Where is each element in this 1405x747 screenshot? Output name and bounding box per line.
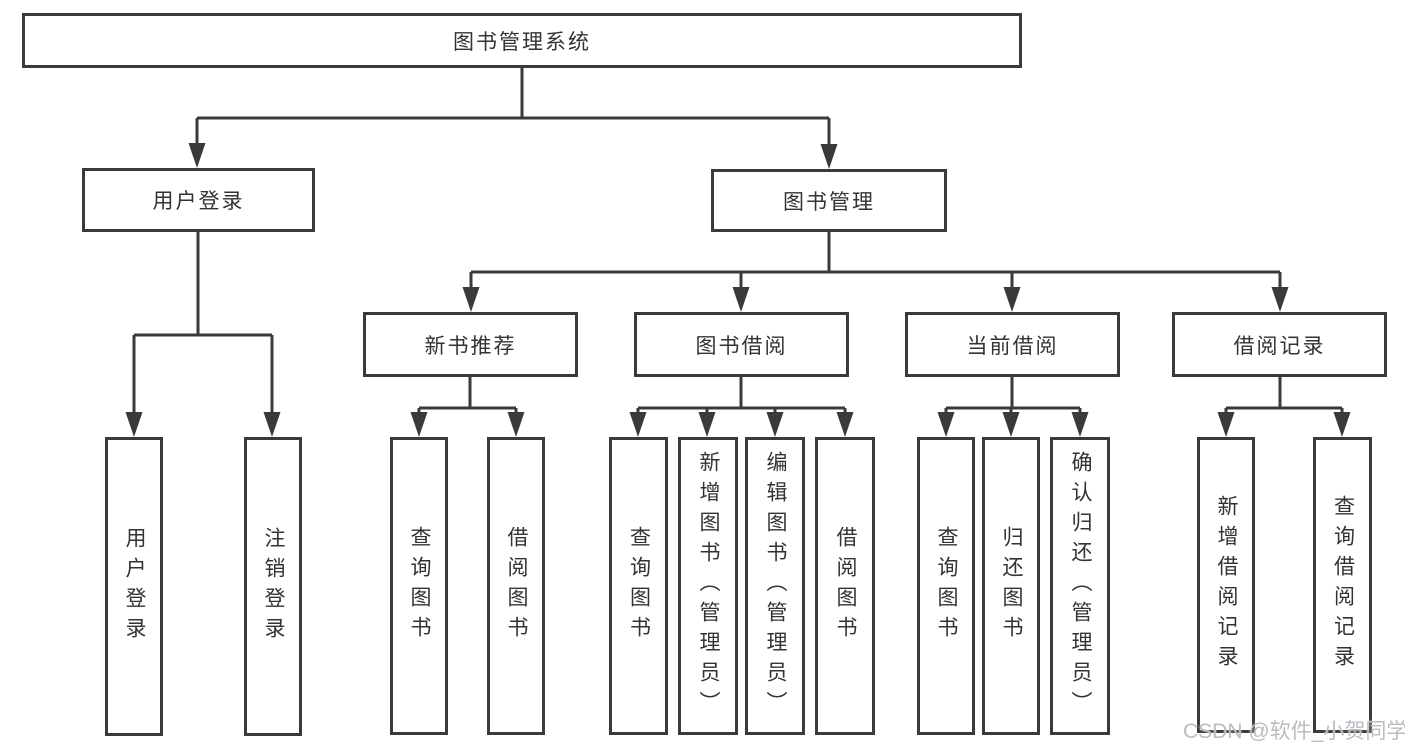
node-label: 新书推荐 xyxy=(424,334,517,358)
leaf-return-books: 归还图书 xyxy=(982,437,1040,735)
node-label: 编辑图书（管理员） xyxy=(764,451,787,721)
node-book-management: 图书管理 xyxy=(711,169,947,232)
node-label: 图书借阅 xyxy=(695,334,788,358)
leaf-user-login: 用户登录 xyxy=(105,437,163,736)
node-label: 注销登录 xyxy=(262,526,285,647)
leaf-query-books-current: 查询图书 xyxy=(917,437,975,735)
leaf-query-borrow-record: 查询借阅记录 xyxy=(1313,437,1372,733)
node-label: 当前借阅 xyxy=(966,334,1059,358)
node-label: 借阅图书 xyxy=(505,526,528,646)
node-label: 归还图书 xyxy=(1000,526,1023,646)
node-label: 新增借阅记录 xyxy=(1215,495,1238,675)
node-label: 借阅记录 xyxy=(1233,334,1326,358)
node-label: 借阅图书 xyxy=(834,526,857,646)
leaf-edit-books-admin: 编辑图书（管理员） xyxy=(745,437,805,735)
node-label: 查询图书 xyxy=(935,526,958,646)
node-label: 确认归还（管理员） xyxy=(1069,451,1092,721)
node-label: 查询图书 xyxy=(627,526,651,646)
leaf-add-books-admin: 新增图书（管理员） xyxy=(678,437,738,735)
leaf-query-books-borrowing: 查询图书 xyxy=(609,437,668,735)
node-user-login: 用户登录 xyxy=(82,168,315,232)
csdn-watermark: CSDN @软件_小贺同学 xyxy=(1183,720,1405,743)
node-label: 查询借阅记录 xyxy=(1331,495,1355,675)
leaf-add-borrow-record: 新增借阅记录 xyxy=(1197,437,1255,733)
node-label: 用户登录 xyxy=(123,526,146,647)
leaf-logout: 注销登录 xyxy=(244,437,302,736)
node-label: 图书管理系统 xyxy=(453,30,591,54)
node-library-management-system: 图书管理系统 xyxy=(22,13,1022,68)
leaf-confirm-return-admin: 确认归还（管理员） xyxy=(1050,437,1110,735)
node-current-borrowing: 当前借阅 xyxy=(905,312,1120,377)
node-label: 查询图书 xyxy=(408,526,431,646)
leaf-borrow-books-recommend: 借阅图书 xyxy=(487,437,545,735)
node-label: 用户登录 xyxy=(152,190,245,213)
node-label: 图书管理 xyxy=(783,190,875,214)
node-label: 新增图书（管理员） xyxy=(697,451,720,721)
leaf-borrow-books-borrowing: 借阅图书 xyxy=(815,437,875,735)
node-book-borrowing: 图书借阅 xyxy=(634,312,849,377)
leaf-query-books-recommend: 查询图书 xyxy=(390,437,448,735)
node-borrowing-records: 借阅记录 xyxy=(1172,312,1387,377)
node-new-book-recommendation: 新书推荐 xyxy=(363,312,578,377)
